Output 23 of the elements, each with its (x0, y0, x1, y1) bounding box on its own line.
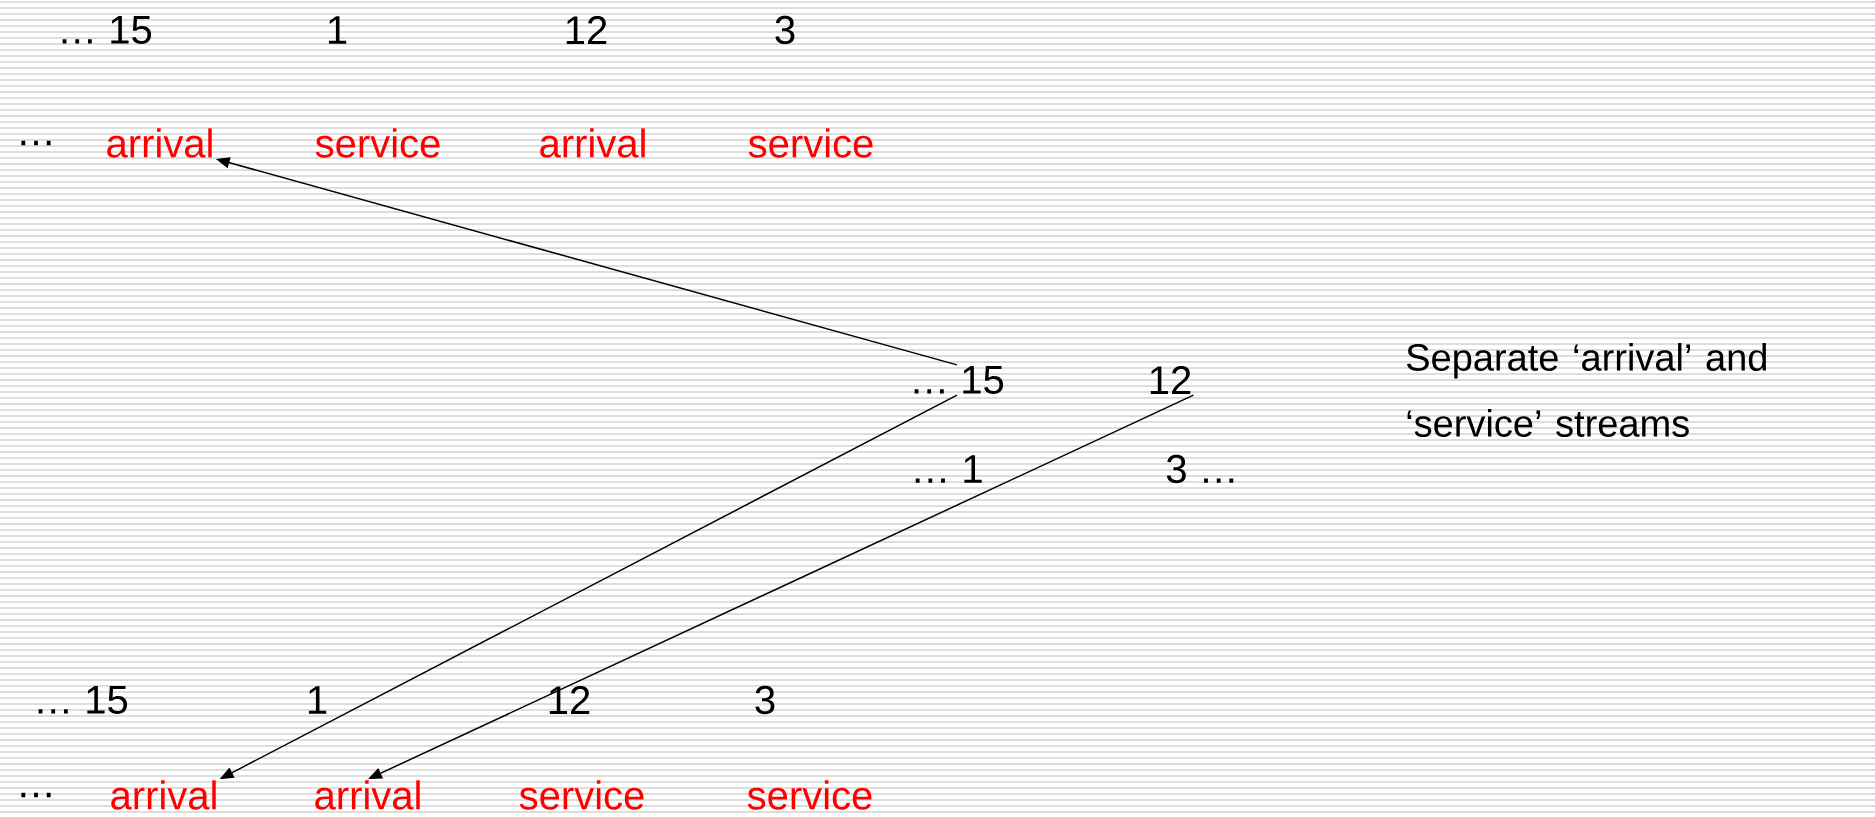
stream-word: arrival (540, 128, 645, 158)
stream-word: service (747, 780, 872, 810)
stream-word: service (315, 128, 440, 158)
number-label: 3 … (1166, 454, 1234, 484)
stream-word: arrival (111, 780, 216, 810)
stream-word: arrival (315, 780, 420, 810)
note-text: Separate ‘arrival’ and ‘service’ streams (1406, 343, 1766, 437)
number-label: … (21, 140, 51, 146)
number-label: 12 (1150, 366, 1191, 394)
stream-word: service (748, 128, 873, 158)
number-label: … 15 (38, 686, 128, 714)
number-label: … 15 (62, 16, 152, 44)
number-label: 12 (566, 16, 607, 44)
number-label: … 15 (914, 366, 1004, 394)
number-label: … 1 (915, 455, 982, 483)
number-label: … (21, 792, 51, 798)
number-label: 3 (775, 15, 795, 45)
stream-word: arrival (107, 128, 212, 158)
number-label: 3 (755, 685, 775, 715)
number-label: 1 (308, 686, 327, 714)
number-label: 12 (549, 686, 590, 714)
number-label: 1 (328, 16, 347, 44)
stream-word: service (519, 780, 644, 810)
